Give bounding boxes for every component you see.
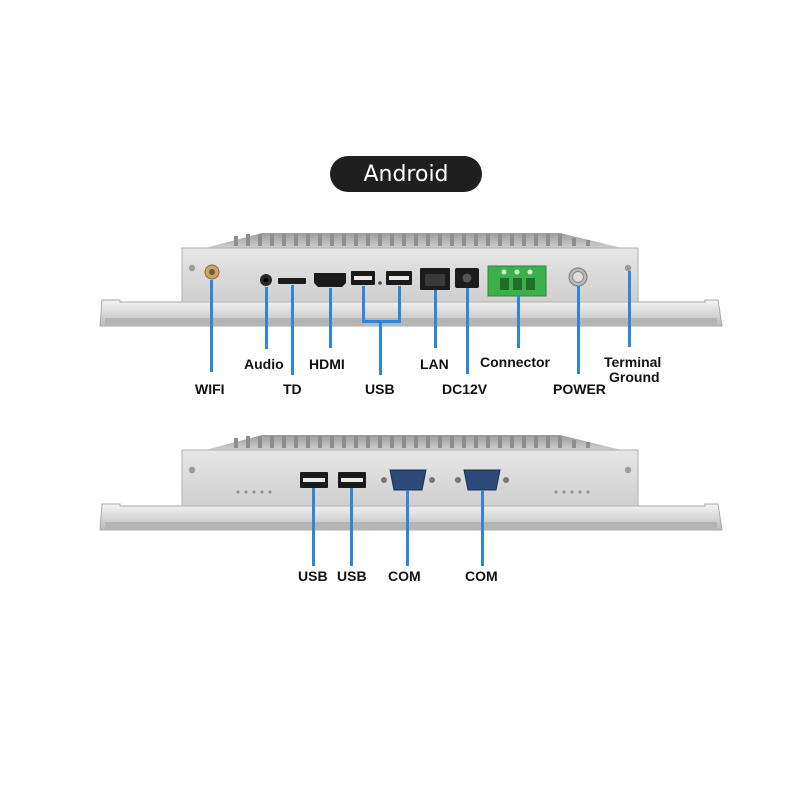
sd-slot-icon <box>278 278 306 284</box>
usb-port-icon <box>338 472 366 488</box>
audio-leader <box>265 287 268 349</box>
td-leader <box>291 285 294 375</box>
label-hdmi: HDMI <box>309 356 345 372</box>
usb-left-leader <box>362 286 365 322</box>
audio-jack-icon <box>260 274 272 286</box>
power-leader <box>577 286 580 374</box>
antenna-jack-icon <box>204 264 220 280</box>
usb2-leader <box>350 488 353 566</box>
usb-right-leader <box>398 286 401 322</box>
terminal-ground-leader <box>628 271 631 347</box>
label-lan: LAN <box>420 356 449 372</box>
power-button-icon <box>568 267 588 287</box>
label-terminal-line2: Ground <box>609 369 660 385</box>
top-rear-body <box>181 247 639 303</box>
bottom-heatsink <box>205 435 622 450</box>
db9-com-port-icon <box>455 469 509 491</box>
lan-leader <box>434 290 437 348</box>
bottom-rear-body <box>181 449 639 507</box>
label-terminal-line1: Terminal <box>604 354 662 370</box>
label-usb-bottom-2: USB <box>337 568 367 584</box>
top-heatsink <box>205 233 622 248</box>
vent-dots-right <box>554 490 590 494</box>
usb-stem-leader <box>379 320 382 375</box>
connector-leader <box>517 296 520 348</box>
com1-leader <box>406 490 409 566</box>
usb-port-icon <box>351 271 375 285</box>
label-com-1: COM <box>388 568 421 584</box>
label-audio: Audio <box>244 356 284 372</box>
top-unit <box>99 233 723 327</box>
label-connector: Connector <box>480 354 550 370</box>
android-badge: Android <box>330 156 482 192</box>
db9-com-port-icon <box>381 469 435 491</box>
label-dc12v: DC12V <box>442 381 488 397</box>
android-badge-label: Android <box>363 161 449 187</box>
vent-dots-left <box>236 490 272 494</box>
usb1-leader <box>312 488 315 566</box>
label-td: TD <box>283 381 302 397</box>
wifi-leader <box>210 280 213 372</box>
bottom-unit <box>99 435 723 531</box>
com2-leader <box>481 490 484 566</box>
label-usb-bottom-1: USB <box>298 568 328 584</box>
hdmi-leader <box>329 288 332 348</box>
usb-port-icon <box>386 271 412 285</box>
label-wifi: WIFI <box>195 381 225 397</box>
usb-port-icon <box>300 472 328 488</box>
label-power: POWER <box>553 381 606 397</box>
lan-port-icon <box>420 268 450 290</box>
dc-jack-icon <box>455 268 479 288</box>
label-com-2: COM <box>465 568 498 584</box>
terminal-block-icon <box>487 265 547 297</box>
dc12v-leader <box>466 288 469 374</box>
hdmi-port-icon <box>314 273 346 287</box>
label-usb-top: USB <box>365 381 395 397</box>
label-terminal-ground: Terminal Ground <box>604 355 661 385</box>
